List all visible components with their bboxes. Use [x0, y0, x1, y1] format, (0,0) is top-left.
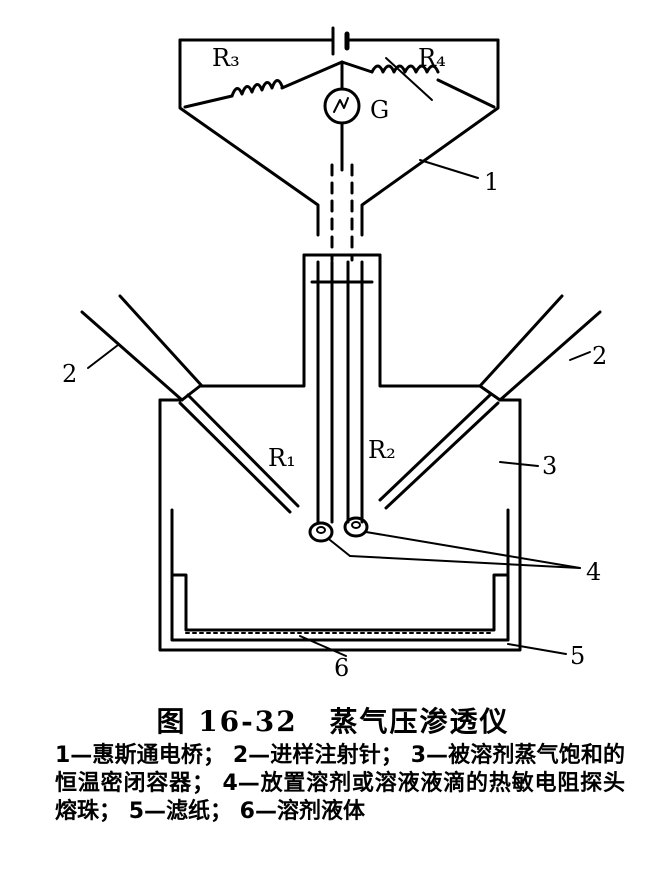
bridge-wiring	[183, 57, 496, 262]
label-galvanometer: G	[370, 96, 389, 124]
figure-number: 图 16-32	[156, 705, 298, 738]
legend-item: 4—放置溶剂或溶液液滴的热敏电阻探头熔珠；	[55, 771, 625, 824]
injection-needle-left	[80, 294, 300, 514]
figure-caption: 图 16-32 蒸气压渗透仪	[0, 700, 666, 740]
injection-needle-right	[378, 294, 602, 510]
thermistor-bead-right	[343, 516, 369, 538]
thermistor-bead-left	[308, 521, 334, 543]
resistor-r4-coil	[370, 64, 440, 74]
callout-5: 5	[570, 642, 585, 670]
resistor-r3-coil	[230, 79, 284, 98]
wheatstone-bridge-housing	[178, 38, 500, 237]
legend-item: 5—滤纸；	[128, 799, 232, 824]
callout-1: 1	[484, 168, 499, 196]
label-r2: R₂	[368, 436, 396, 464]
battery-icon	[331, 26, 350, 56]
label-r4: R₄	[418, 44, 446, 72]
figure-legend: 1—惠斯通电桥； 2—进样注射针； 3—被溶剂蒸气饱和的恒温密闭容器； 4—放置…	[55, 742, 625, 826]
label-r3: R₃	[212, 44, 240, 72]
callout-6: 6	[334, 654, 349, 682]
galvanometer-icon	[323, 87, 361, 125]
callout-2-left: 2	[62, 360, 77, 388]
legend-item: 6—溶剂液体	[239, 799, 365, 824]
legend-item: 1—惠斯通电桥；	[55, 743, 226, 768]
callout-leaders	[87, 159, 591, 657]
figure-title: 蒸气压渗透仪	[329, 705, 510, 738]
legend-item: 3—被溶剂蒸气饱和的恒温密闭容器；	[55, 743, 626, 796]
callout-3: 3	[542, 452, 557, 480]
probe-column	[302, 253, 382, 524]
legend-item: 2—进样注射针；	[232, 743, 403, 768]
callout-4: 4	[586, 558, 601, 586]
label-r1: R₁	[268, 444, 296, 472]
vapor-pressure-osmometer-diagram: R₃ R₄ G R₁ R₂ 1 2 2 3 4 5 6	[62, 26, 607, 682]
thermostatic-closed-container	[158, 384, 522, 652]
callout-2-right: 2	[592, 342, 607, 370]
